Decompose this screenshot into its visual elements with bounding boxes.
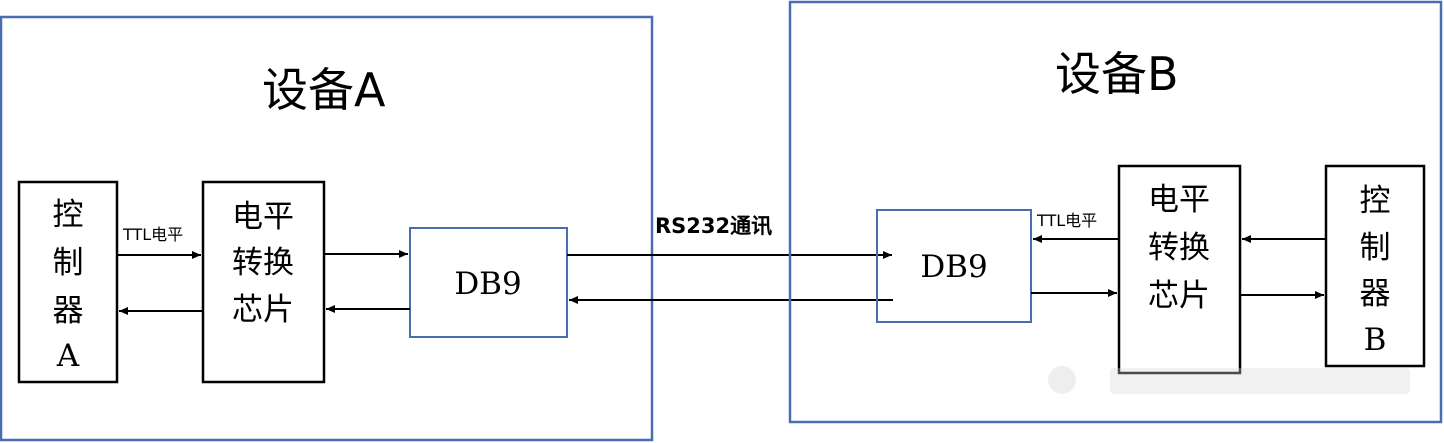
watermark-blur bbox=[1110, 368, 1410, 394]
converter-a-line: 转换 bbox=[232, 245, 294, 281]
controller-b-box bbox=[1324, 164, 1426, 368]
db9-b-label: DB9 bbox=[920, 249, 987, 285]
device-b-title: 设备B bbox=[1055, 47, 1179, 101]
db9-b-box bbox=[876, 209, 1032, 323]
controller-a-char: 制 bbox=[53, 245, 84, 281]
converter-a-line: 芯片 bbox=[232, 292, 294, 328]
ttl-b-label: TTL电平 bbox=[1036, 211, 1097, 230]
converter-b-line: 转换 bbox=[1148, 230, 1210, 266]
controller-b-char: B bbox=[1364, 322, 1387, 358]
db9-a-label: DB9 bbox=[454, 266, 521, 302]
controller-a-char: A bbox=[56, 338, 80, 374]
converter-b-line: 电平 bbox=[1148, 182, 1210, 218]
controller-b-char: 控 bbox=[1360, 183, 1391, 219]
watermark-logo-icon bbox=[1048, 366, 1076, 394]
rs232-label: RS232通讯 bbox=[655, 214, 772, 238]
db9-a-box bbox=[409, 227, 568, 338]
converter-a-line: 电平 bbox=[232, 199, 294, 235]
device-a-frame bbox=[0, 15, 654, 442]
controller-b-char: 制 bbox=[1360, 230, 1391, 266]
converter-b-line: 芯片 bbox=[1148, 278, 1210, 314]
rs232-link: RS232通讯 bbox=[567, 214, 893, 304]
device-a-group: 设备A 控 制 器 A 电平 转换 芯片 DB9 TTL电平 bbox=[0, 15, 654, 442]
converter-b-box bbox=[1117, 164, 1242, 375]
controller-a-char: 控 bbox=[53, 197, 84, 233]
watermark bbox=[1048, 366, 1410, 394]
controller-b-char: 器 bbox=[1360, 276, 1391, 312]
controller-a-char: 器 bbox=[53, 293, 84, 329]
device-b-frame bbox=[788, 0, 1443, 424]
controller-a-box bbox=[17, 180, 119, 384]
device-a-title: 设备A bbox=[262, 63, 386, 117]
converter-a-box bbox=[201, 180, 326, 384]
device-b-group: 设备B DB9 电平 转换 芯片 控 制 器 B TTL电平 bbox=[788, 0, 1443, 424]
ttl-a-label: TTL电平 bbox=[122, 225, 183, 244]
